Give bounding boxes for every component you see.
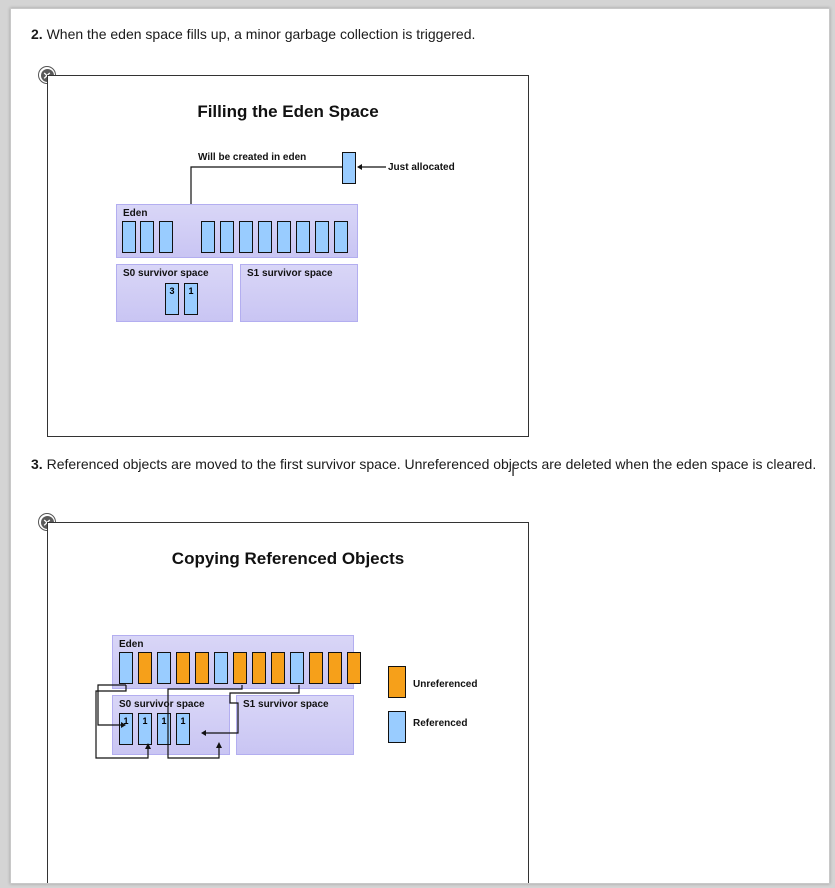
eden-unreferenced-object xyxy=(347,652,361,684)
s1-survivor-space: S1 survivor space xyxy=(236,695,354,755)
s0-label: S0 survivor space xyxy=(119,699,205,710)
just-allocated-label: Just allocated xyxy=(388,162,455,173)
eden-object xyxy=(122,221,136,253)
s0-object: 1 xyxy=(119,713,133,745)
s0-label: S0 survivor space xyxy=(123,268,209,279)
eden-referenced-object xyxy=(119,652,133,684)
s0-object: 1 xyxy=(184,283,198,315)
eden-object xyxy=(140,221,154,253)
step-2-number: 2. xyxy=(31,26,43,42)
eden-object xyxy=(334,221,348,253)
eden-object xyxy=(258,221,272,253)
eden-referenced-object xyxy=(157,652,171,684)
figure-1-title: Filling the Eden Space xyxy=(197,102,379,121)
step-3-number: 3. xyxy=(31,456,43,472)
eden-object xyxy=(277,221,291,253)
will-be-created-label: Will be created in eden xyxy=(198,152,307,163)
eden-object xyxy=(296,221,310,253)
eden-object xyxy=(315,221,329,253)
step-2-text: When the eden space fills up, a minor ga… xyxy=(46,26,476,42)
legend-unreferenced-label: Unreferenced xyxy=(413,679,478,690)
text-cursor-icon: I xyxy=(511,464,516,480)
s0-object: 1 xyxy=(176,713,190,745)
legend-referenced-swatch xyxy=(388,711,406,743)
s0-object: 3 xyxy=(165,283,179,315)
eden-space: Eden xyxy=(116,204,358,258)
eden-object xyxy=(159,221,173,253)
legend-unreferenced-swatch xyxy=(388,666,406,698)
figure-2-title: Copying Referenced Objects xyxy=(171,549,405,568)
eden-unreferenced-object xyxy=(309,652,323,684)
eden-object xyxy=(220,221,234,253)
eden-unreferenced-object xyxy=(176,652,190,684)
eden-unreferenced-object xyxy=(271,652,285,684)
figure-2-arrows xyxy=(95,684,300,759)
eden-unreferenced-object xyxy=(233,652,247,684)
eden-referenced-object xyxy=(290,652,304,684)
s1-survivor-space: S1 survivor space xyxy=(240,264,358,322)
eden-unreferenced-object xyxy=(328,652,342,684)
s0-survivor-space: S0 survivor space 3 1 xyxy=(116,264,233,322)
figure-copying-referenced: Copying Referenced Objects Eden S0 survi… xyxy=(47,522,529,883)
eden-unreferenced-object xyxy=(195,652,209,684)
step-3: 3. Referenced objects are moved to the f… xyxy=(31,456,821,473)
new-object xyxy=(342,152,356,184)
step-2: 2. When the eden space fills up, a minor… xyxy=(31,26,821,43)
eden-label: Eden xyxy=(119,639,144,650)
eden-space: Eden xyxy=(112,635,361,689)
s0-object: 1 xyxy=(138,713,152,745)
s1-label: S1 survivor space xyxy=(243,699,329,710)
document-page: 2. When the eden space fills up, a minor… xyxy=(10,8,830,884)
eden-label: Eden xyxy=(123,208,148,219)
legend-referenced-label: Referenced xyxy=(413,718,468,729)
figure-filling-eden: Filling the Eden Space Will be created i… xyxy=(47,75,529,437)
eden-object xyxy=(201,221,215,253)
step-3-text: Referenced objects are moved to the firs… xyxy=(46,456,817,472)
eden-object xyxy=(239,221,253,253)
eden-unreferenced-object xyxy=(138,652,152,684)
eden-unreferenced-object xyxy=(252,652,266,684)
s1-label: S1 survivor space xyxy=(247,268,333,279)
eden-referenced-object xyxy=(214,652,228,684)
